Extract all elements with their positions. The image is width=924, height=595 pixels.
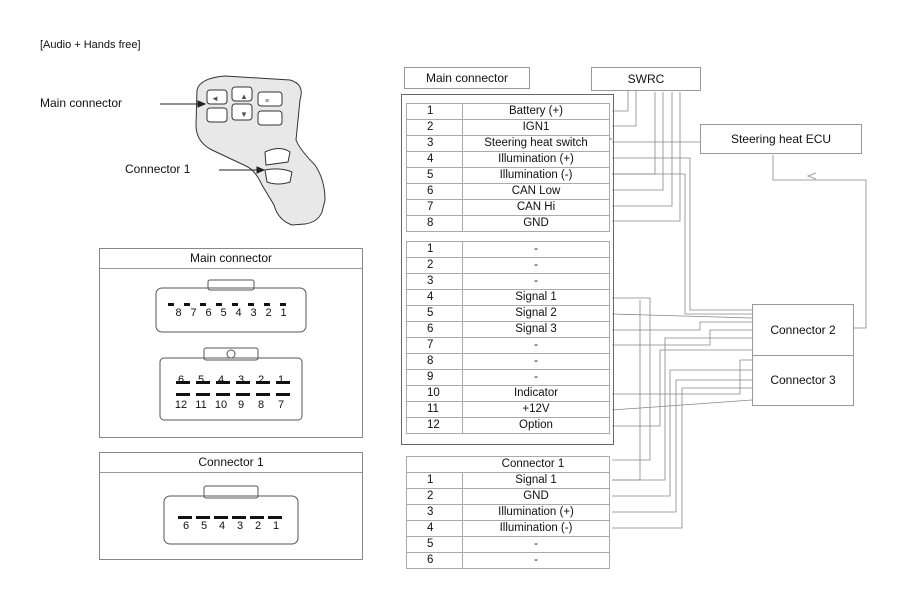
table-row: 7- xyxy=(406,337,610,354)
main-connector-table-frame xyxy=(401,94,614,445)
connector-2-3-block: Connector 2 Connector 3 xyxy=(752,304,854,406)
callout-connector-1: Connector 1 xyxy=(125,162,191,176)
svg-text:▼: ▼ xyxy=(240,110,248,119)
svg-text:◄: ◄ xyxy=(211,94,219,103)
callout-main-connector: Main connector xyxy=(40,96,123,110)
table-row: 2- xyxy=(406,257,610,274)
connector-3-label: Connector 3 xyxy=(770,373,836,387)
remote-button-2 xyxy=(206,107,228,123)
main-connector-header: Main connector xyxy=(404,67,530,89)
remote-button-8 xyxy=(264,168,293,185)
table-row: 6- xyxy=(406,552,610,569)
remote-button-6 xyxy=(257,110,283,126)
diagram-heading: [Audio + Hands free] xyxy=(40,39,141,51)
remote-button-4 xyxy=(231,103,253,121)
switch-housing-shape xyxy=(195,75,326,226)
remote-button-3 xyxy=(231,86,253,102)
remote-button-5 xyxy=(257,91,283,107)
steering-heat-ecu-block: Steering heat ECU xyxy=(700,124,862,154)
connector-2-label: Connector 2 xyxy=(753,305,853,356)
svg-text:≡: ≡ xyxy=(265,98,269,105)
connector-1-drawing xyxy=(163,485,299,545)
table-row: 8- xyxy=(406,353,610,370)
table-row: 3- xyxy=(406,273,610,290)
connector-1-pinout-title: Connector 1 xyxy=(100,453,362,473)
svg-text:▲: ▲ xyxy=(240,92,248,101)
swrc-block: SWRC xyxy=(591,67,701,91)
table-row: 11+12V xyxy=(406,401,610,418)
connector-1-table-header: Connector 1 xyxy=(406,456,610,473)
table-row: 9- xyxy=(406,369,610,386)
remote-button-1 xyxy=(206,89,228,105)
remote-button-7 xyxy=(264,148,291,166)
table-row: 1- xyxy=(406,241,610,258)
main-connector-drawing xyxy=(155,279,307,421)
main-connector-pinout-title: Main connector xyxy=(100,249,362,269)
table-row: 5- xyxy=(406,536,610,553)
